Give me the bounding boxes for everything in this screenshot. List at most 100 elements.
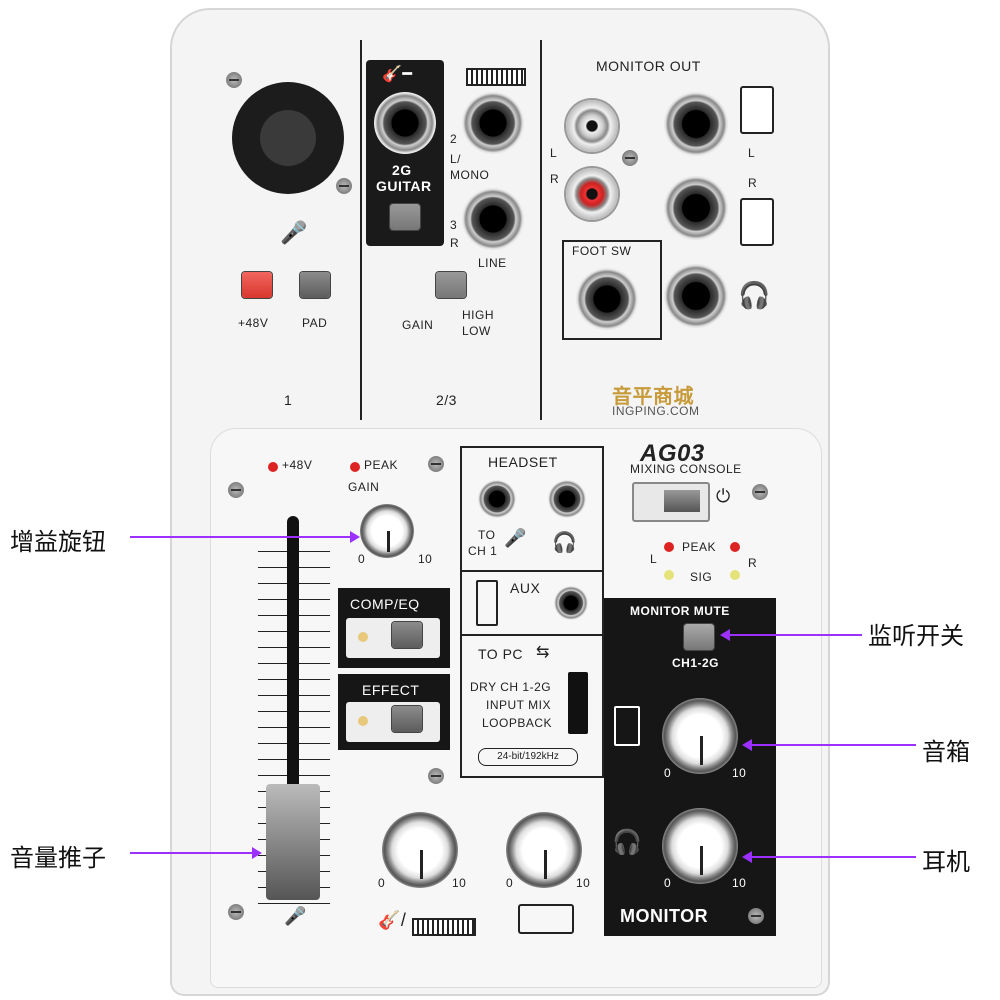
line-input-3-jack[interactable] xyxy=(462,188,524,250)
speaker-icon xyxy=(614,706,640,746)
phones-max: 10 xyxy=(732,876,747,890)
speaker-volume-knob[interactable] xyxy=(662,698,738,774)
gain-knob[interactable] xyxy=(360,504,414,558)
monitor-mute-label: MONITOR MUTE xyxy=(630,604,730,618)
channel-23-number: 2/3 xyxy=(436,392,457,408)
foot-switch-frame xyxy=(562,240,662,340)
headphones-icon: 🎧 xyxy=(738,280,771,310)
aux-jack[interactable] xyxy=(554,586,588,620)
meter-r-label: R xyxy=(748,556,758,570)
annotation-arrow xyxy=(742,739,916,751)
phones-volume-knob[interactable] xyxy=(662,808,738,884)
laptop-icon xyxy=(518,904,574,934)
meter-l-label: L xyxy=(650,552,658,566)
comp-eq-led xyxy=(358,632,368,642)
ch23-volume-knob[interactable] xyxy=(382,812,458,888)
usb-volume-knob[interactable] xyxy=(506,812,582,888)
annotation-fader: 音量推子 xyxy=(10,845,106,872)
model-name: AG03 xyxy=(640,440,705,467)
headset-mic-jack[interactable] xyxy=(478,480,516,518)
comp-eq-label: COMP/EQ xyxy=(350,596,420,612)
input-3-label: R xyxy=(450,236,460,250)
input-3-number: 3 xyxy=(450,218,458,232)
monitor-mute-button[interactable] xyxy=(684,624,714,650)
rca-left-jack[interactable] xyxy=(566,100,618,152)
headset-to-label: TO xyxy=(478,528,496,542)
comp-eq-button[interactable] xyxy=(392,622,422,648)
phantom-power-button[interactable] xyxy=(242,272,272,298)
to-pc-title: TO PC xyxy=(478,646,524,662)
screw-icon xyxy=(228,482,244,498)
phantom-led xyxy=(268,462,278,472)
keyboard-icon xyxy=(466,68,526,86)
rca-r-label: R xyxy=(550,172,560,186)
gain-min: 0 xyxy=(358,552,366,566)
rca-right-jack[interactable] xyxy=(566,168,618,220)
phantom-led-label: +48V xyxy=(282,458,313,472)
speaker-min: 0 xyxy=(664,766,672,780)
bit-rate-badge: 24-bit/192kHz xyxy=(478,748,578,766)
annotation-gain-knob: 增益旋钮 xyxy=(10,529,106,556)
divider-ch23 xyxy=(540,40,542,420)
power-icon: ⏻ xyxy=(716,486,731,506)
usb-icon: ⇆ xyxy=(536,644,550,661)
headphone-jack[interactable] xyxy=(664,264,728,328)
high-label: HIGH xyxy=(462,308,494,322)
peak-led-r xyxy=(730,542,740,552)
screw-icon xyxy=(228,904,244,920)
rca-l-label: L xyxy=(550,146,558,160)
guitar-icon: 🎸━ xyxy=(382,66,413,83)
input-2-label-mono: MONO xyxy=(450,168,490,182)
headset-phones-jack[interactable] xyxy=(548,480,586,518)
headphones-icon: 🎧 xyxy=(612,829,643,856)
screw-icon xyxy=(748,908,764,924)
keyboard-icon xyxy=(412,918,476,936)
monitor-l-label: L xyxy=(748,146,756,160)
annotation-speaker: 音箱 xyxy=(922,739,970,766)
to-pc-option-input-mix: INPUT MIX xyxy=(486,698,551,712)
screw-icon xyxy=(752,484,768,500)
monitor-out-l-jack[interactable] xyxy=(664,92,728,156)
channel-1-number: 1 xyxy=(284,392,293,408)
power-switch[interactable] xyxy=(632,482,710,522)
gain-hi-lo-label: GAIN xyxy=(402,318,434,332)
annotation-arrow xyxy=(130,531,360,543)
input-2-label-l: L/ xyxy=(450,152,462,166)
watermark-sub: INGPING.COM xyxy=(612,404,700,418)
monitor-out-r-jack[interactable] xyxy=(664,176,728,240)
screw-icon xyxy=(336,178,352,194)
gain-label: GAIN xyxy=(348,480,380,494)
guitar-jack[interactable] xyxy=(374,92,436,154)
line-input-2-jack[interactable] xyxy=(462,92,524,154)
guitar-icon: 🎸/ xyxy=(378,910,407,930)
fader-cap[interactable] xyxy=(266,784,320,900)
low-label: LOW xyxy=(462,324,491,338)
annotation-arrow xyxy=(130,847,262,859)
speaker-icon xyxy=(740,198,774,246)
phones-min: 0 xyxy=(664,876,672,890)
annotation-headphones: 耳机 xyxy=(922,849,970,876)
xlr-combo-jack[interactable] xyxy=(232,82,344,194)
to-pc-option-loopback: LOOPBACK xyxy=(482,716,553,730)
foot-switch-jack[interactable] xyxy=(576,268,638,330)
effect-label: EFFECT xyxy=(362,682,420,698)
guitar-mode-button[interactable] xyxy=(390,204,420,230)
annotation-arrow xyxy=(742,851,916,863)
guitar-label: 2G xyxy=(392,162,412,178)
watermark-logo: 音平商城 xyxy=(612,386,694,408)
to-pc-switch[interactable] xyxy=(568,672,588,734)
screw-icon xyxy=(428,768,444,784)
to-pc-frame xyxy=(460,634,604,778)
pad-button[interactable] xyxy=(300,272,330,298)
meter-peak-label: PEAK xyxy=(682,540,717,554)
peak-led-l xyxy=(664,542,674,552)
line-label: LINE xyxy=(478,256,507,270)
microphone-icon: 🎤 xyxy=(280,220,308,245)
speaker-icon xyxy=(740,86,774,134)
effect-button[interactable] xyxy=(392,706,422,732)
gain-hi-lo-button[interactable] xyxy=(436,272,466,298)
ch23-min: 0 xyxy=(378,876,386,890)
usb-min: 0 xyxy=(506,876,514,890)
gain-max: 10 xyxy=(418,552,433,566)
ch23-max: 10 xyxy=(452,876,467,890)
